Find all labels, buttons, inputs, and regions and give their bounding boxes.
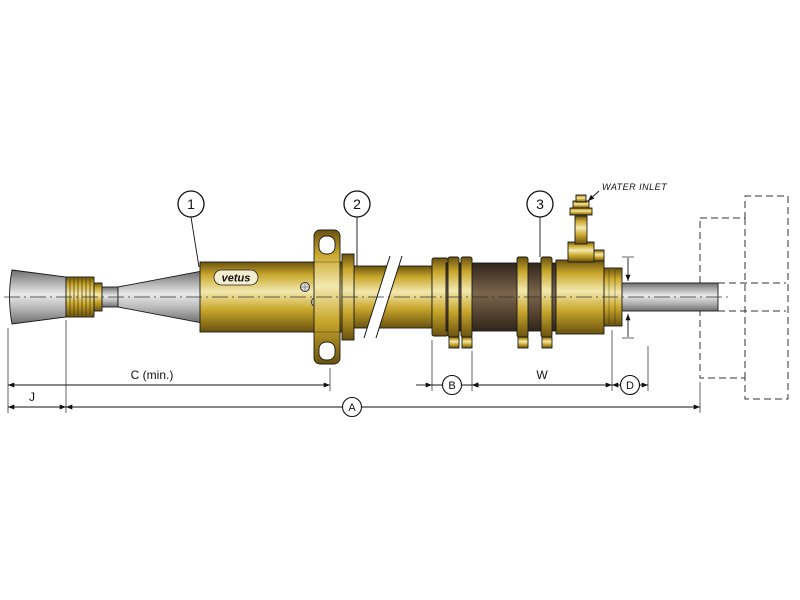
callout-2: 2: [343, 190, 371, 266]
callout-1-circle: [177, 190, 205, 218]
dimension-w-label: W: [536, 368, 548, 382]
extension-lines: [7, 320, 701, 413]
callout-3-number: 3: [536, 196, 544, 212]
vetus-logo-text: vetus: [222, 273, 251, 285]
callout-1: 1: [177, 190, 205, 268]
water-inlet-arrow: [587, 190, 600, 202]
callout-2-circle: [343, 190, 371, 218]
callout-1-number: 1: [187, 196, 195, 212]
clamp-screw: [517, 336, 529, 349]
fitting-hex: [567, 241, 595, 263]
bleed-screw: [592, 249, 605, 262]
dimension-d-circle: [619, 374, 641, 396]
water-inlet-fitting: [567, 194, 595, 263]
dimension-a-circle: [341, 396, 363, 418]
seal-housing: [555, 249, 623, 335]
flange-slot-top: [318, 235, 336, 255]
clamp-screw: [541, 336, 553, 349]
dimension-w: W: [471, 368, 612, 388]
flange-slot-bottom: [318, 341, 336, 361]
dimension-j-label: J: [29, 390, 35, 404]
dimension-d-label: D: [626, 380, 634, 392]
dimension-c: C (min.): [8, 368, 331, 388]
callout-3: 3: [526, 190, 554, 257]
dimension-j: J: [8, 390, 66, 410]
dimension-c-label: C (min.): [131, 368, 174, 382]
hull-bracket-outline: [699, 195, 789, 400]
fitting-barb: [569, 207, 593, 216]
water-inlet-label: WATER INLET: [602, 182, 668, 192]
water-inlet-annotation: WATER INLET: [587, 182, 668, 202]
fitting-barb: [575, 194, 587, 203]
dimension-b-label: B: [448, 380, 455, 392]
callout-3-circle: [526, 190, 554, 218]
clamp-screw: [448, 336, 460, 349]
dimension-d: D: [612, 256, 648, 396]
screw-head-1: [300, 282, 310, 292]
dimension-a-label: A: [348, 402, 356, 414]
diameter-arrow: [622, 256, 634, 339]
vetus-logo-pill: [213, 269, 259, 286]
callout-2-number: 2: [353, 196, 361, 212]
fitting-stem: [574, 215, 588, 245]
dimension-b-circle: [441, 374, 463, 396]
dimension-a: A: [66, 396, 700, 418]
clamp-screw: [461, 336, 473, 349]
